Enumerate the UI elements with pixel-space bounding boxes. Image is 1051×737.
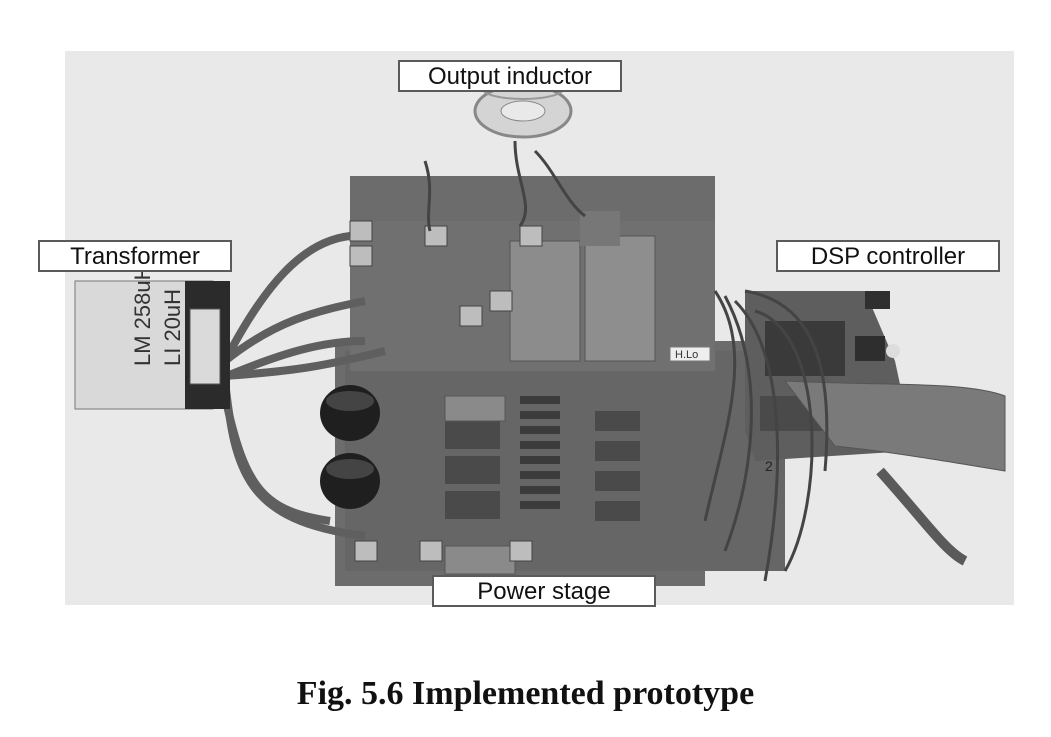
figure-caption: Fig. 5.6 Implemented prototype	[296, 675, 755, 712]
resistor-array	[520, 396, 560, 509]
output-inductor-callout: Output inductor	[398, 60, 622, 92]
inductor-tag: H.Lo	[675, 349, 698, 361]
output-inductor-toroid	[473, 78, 573, 139]
transformer-label-line1: LM 258uH	[130, 264, 155, 366]
power-stage-callout: Power stage	[432, 575, 656, 607]
screw-terminals	[349, 220, 543, 562]
transformer-body: LM 258uH LI 20uH	[74, 264, 230, 410]
transformer-label-line2: LI 20uH	[160, 289, 185, 366]
prototype-photo: LM 258uH LI 20uH H.Lo 2	[65, 51, 1014, 605]
wiring	[213, 232, 386, 540]
dc-link-capacitors	[320, 385, 380, 509]
gate-driver-ics	[445, 411, 640, 521]
dsp-controller-callout: DSP controller	[776, 240, 1000, 272]
cable-tag: 2	[765, 458, 773, 474]
transformer-callout: Transformer	[38, 240, 232, 272]
